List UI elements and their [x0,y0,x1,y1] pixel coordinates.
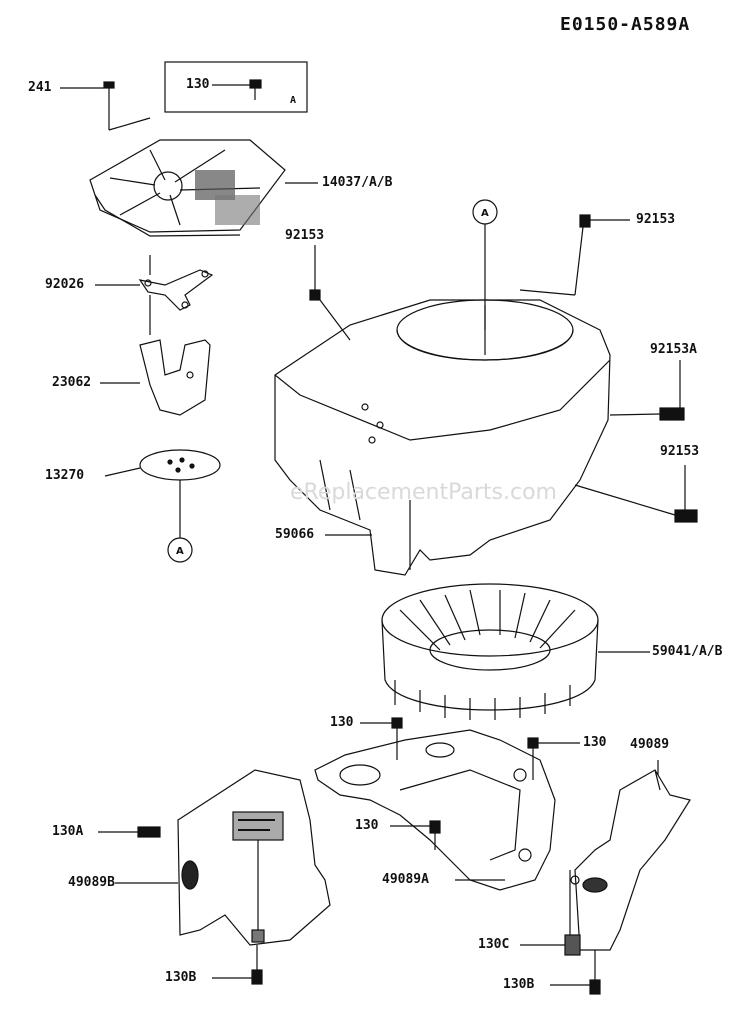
inset-box [164,61,308,113]
label-130b-right: 130B [503,977,535,992]
screen-14037 [89,117,318,237]
callout-a-left: A [176,546,184,557]
callout-a-top: A [481,208,489,219]
bolt-130-right [527,737,580,780]
bolt-130-inset [212,79,262,100]
label-241: 241 [28,80,52,95]
bracket-92026 [95,255,214,335]
fan-59041 [381,583,650,720]
label-92153-left: 92153 [285,228,325,243]
bolt-130c [520,934,581,956]
bolt-130-mid [360,717,403,760]
label-130-right: 130 [583,735,607,750]
plate-13270 [104,449,221,563]
bolt-130a [98,826,161,838]
shroud-49089b [115,769,331,946]
label-49089: 49089 [630,737,670,752]
bolt-92153a [609,360,685,421]
label-13270: 13270 [45,468,85,483]
label-59041: 59041/A/B [652,644,723,659]
bolt-241 [60,81,115,130]
label-92153a: 92153A [650,342,697,357]
bolt-130-lower [390,820,441,850]
label-130a: 130A [52,824,84,839]
label-49089a: 49089A [382,872,429,887]
label-14037: 14037/A/B [322,175,393,190]
bolt-130b-right [550,950,601,995]
label-130b-left: 130B [165,970,197,985]
label-130c: 130C [478,937,510,952]
label-130-inset: 130 [186,77,210,92]
bolt-92153-right [574,465,698,523]
label-130-mid: 130 [330,715,354,730]
label-23062: 23062 [52,375,92,390]
inset-ref-letter: A [290,95,297,106]
bolt-92153-top [519,214,630,296]
label-92153-top: 92153 [636,212,676,227]
bolt-130b-left [212,945,263,985]
diagram-code: E0150-A589A [560,14,691,35]
label-130-lower: 130 [355,818,379,833]
label-49089b: 49089B [68,875,115,890]
shroud-49089 [569,760,691,951]
label-59066: 59066 [275,527,315,542]
bracket-23062 [100,339,211,416]
shroud-49089a [314,729,556,891]
housing-59066 [274,199,611,576]
watermark: eReplacementParts.com [290,480,557,505]
bolt-92153-left [309,245,351,341]
label-92153-right: 92153 [660,444,700,459]
label-92026: 92026 [45,277,85,292]
